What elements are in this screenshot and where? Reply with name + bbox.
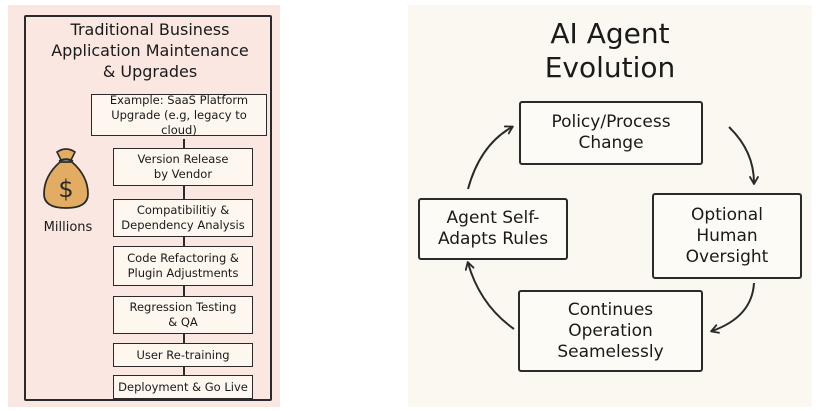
step-user-retraining: User Re-training (113, 343, 253, 367)
ai-agent-evolution-panel: AI Agent Evolution Policy/Process Change… (408, 5, 812, 407)
cycle-policy-change: Policy/Process Change (519, 101, 703, 165)
cost-label: Millions (43, 220, 93, 235)
cycle-arrows (464, 125, 759, 334)
cycle-arrow-icon (710, 282, 755, 334)
traditional-maintenance-frame: Traditional Business Application Mainten… (24, 15, 272, 401)
step-version-release: Version Release by Vendor (113, 148, 253, 186)
cycle-human-oversight: Optional Human Oversight (652, 193, 802, 279)
step-regression-testing: Regression Testing & QA (113, 296, 253, 334)
step-compatibility-analysis: Compatibilitiy & Dependency Analysis (113, 199, 253, 237)
cycle-arrow-icon (728, 126, 759, 185)
step-example: Example: SaaS Platform Upgrade (e.g, leg… (91, 93, 267, 137)
dollar-sign-icon: $ (58, 175, 73, 203)
cycle-arrow-icon (464, 261, 515, 330)
traditional-maintenance-title: Traditional Business Application Mainten… (51, 20, 249, 81)
cycle-agent-self-adapts: Agent Self- Adapts Rules (418, 198, 568, 260)
cycle-continues-operation: Continues Operation Seamelessly (518, 290, 703, 372)
step-code-refactoring: Code Refactoring & Plugin Adjustments (113, 246, 253, 286)
traditional-maintenance-panel: Traditional Business Application Mainten… (8, 5, 280, 407)
step-deployment: Deployment & Go Live (113, 375, 253, 399)
ai-agent-evolution-title: AI Agent Evolution (544, 17, 676, 84)
money-bag-icon: $ (43, 148, 89, 209)
cycle-arrow-icon (467, 125, 514, 190)
